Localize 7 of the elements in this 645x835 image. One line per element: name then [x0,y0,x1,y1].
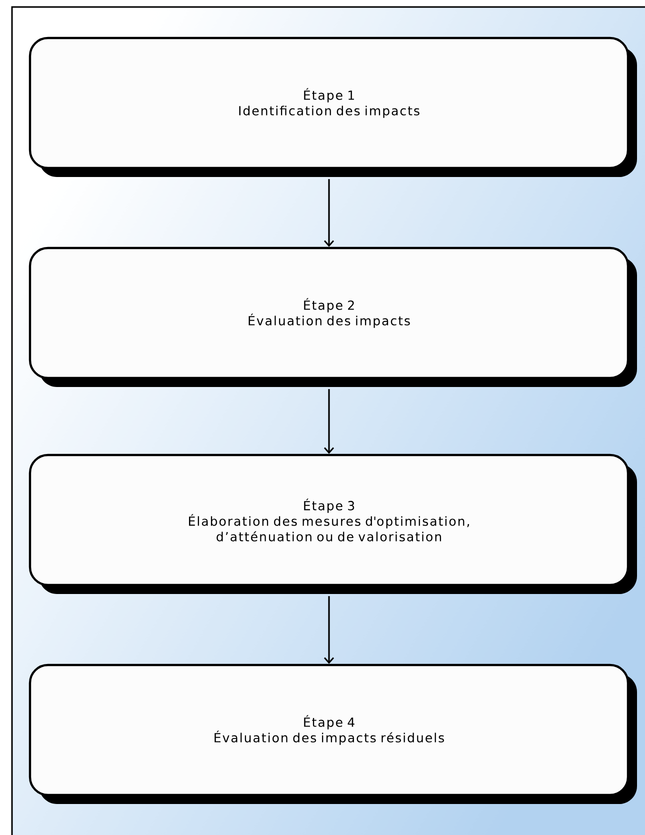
process-box: Étape 4 Évaluation des impacts résiduels [28,664,637,804]
arrow [324,596,334,664]
arrow [324,389,334,454]
arrow [324,179,334,247]
process-box: Étape 2 Évaluation des impacts [28,246,637,387]
process-box: Étape 3 Élaboration des mesures d'optimisation, d’atténuation ou de valorisation [28,454,637,594]
process-box: Étape 1 Identification des impacts [28,36,637,177]
